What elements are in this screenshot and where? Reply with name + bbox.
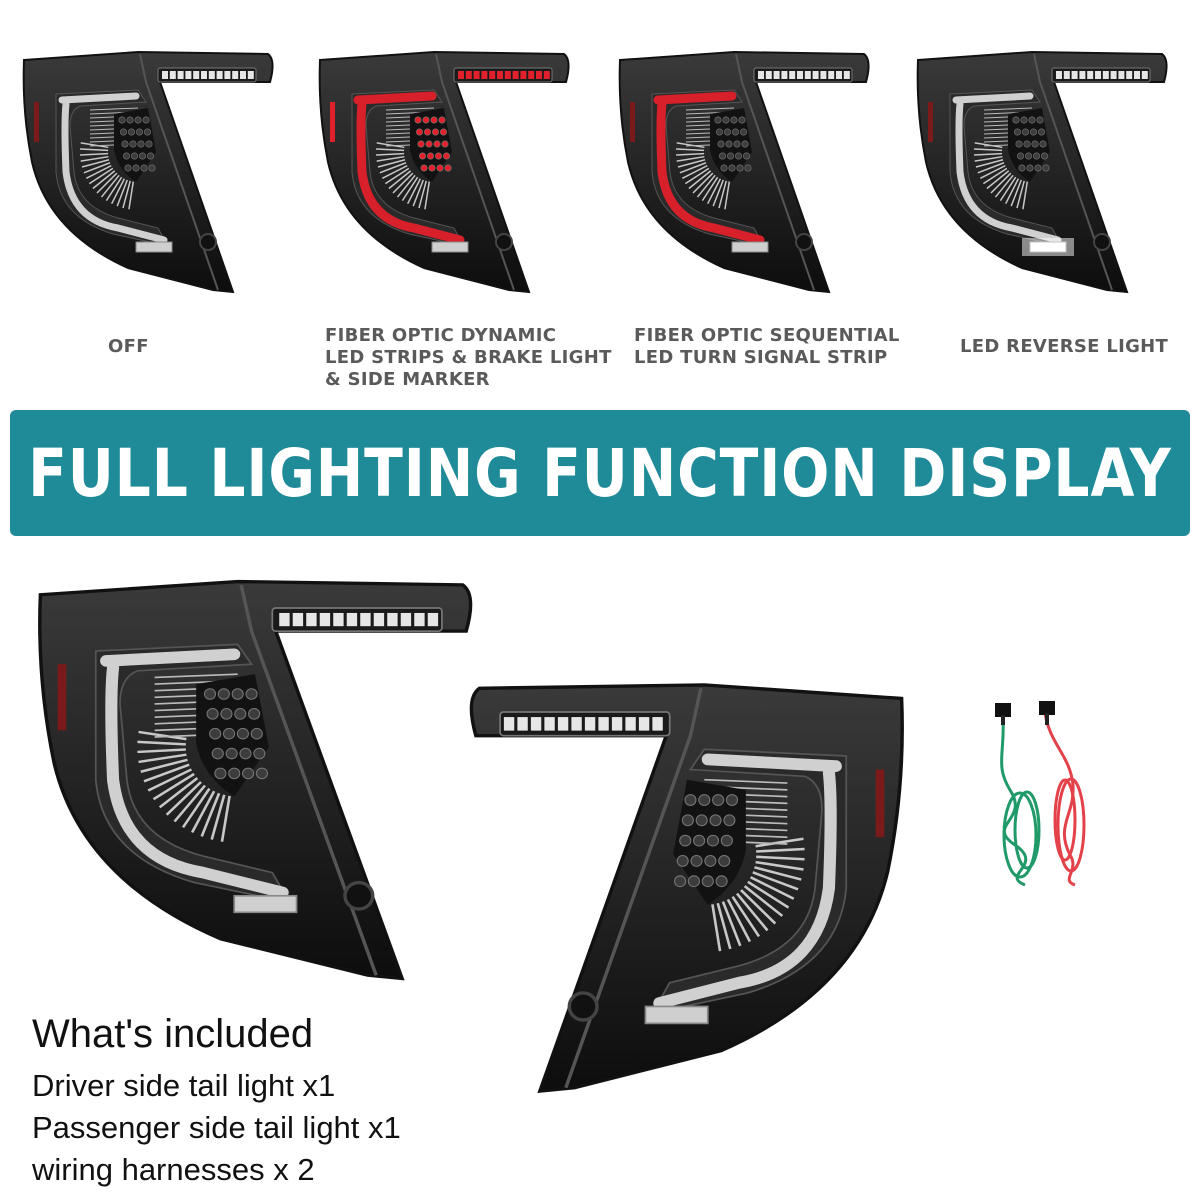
included-item-harness: wiring harnesses x 2: [32, 1152, 315, 1187]
caption-reverse: LED REVERSE LIGHT: [960, 336, 1169, 357]
wiring-harness-image: [995, 701, 1086, 887]
whats-included-title: What's included: [32, 1012, 314, 1056]
tail-light-brake-on: [318, 50, 570, 294]
included-item-passenger: Passenger side tail light x1: [32, 1110, 401, 1145]
red-harness: [1043, 712, 1086, 887]
tail-light-off: [22, 50, 274, 294]
passenger-side-tail-light: [469, 683, 904, 1094]
feature-banner: FULL LIGHTING FUNCTION DISPLAY: [10, 410, 1190, 536]
driver-side-tail-light: [38, 579, 473, 981]
tail-light-reverse-on: [916, 50, 1168, 294]
included-item-driver: Driver side tail light x1: [32, 1068, 336, 1103]
caption-turn-signal: FIBER OPTIC SEQUENTIAL LED TURN SIGNAL S…: [634, 325, 900, 368]
caption-off: OFF: [108, 336, 149, 357]
caption-brake: FIBER OPTIC DYNAMIC LED STRIPS & BRAKE L…: [325, 325, 612, 390]
green-harness: [1000, 714, 1041, 887]
tail-light-turn-signal-on: [618, 50, 870, 294]
banner-title: FULL LIGHTING FUNCTION DISPLAY: [28, 434, 1172, 512]
